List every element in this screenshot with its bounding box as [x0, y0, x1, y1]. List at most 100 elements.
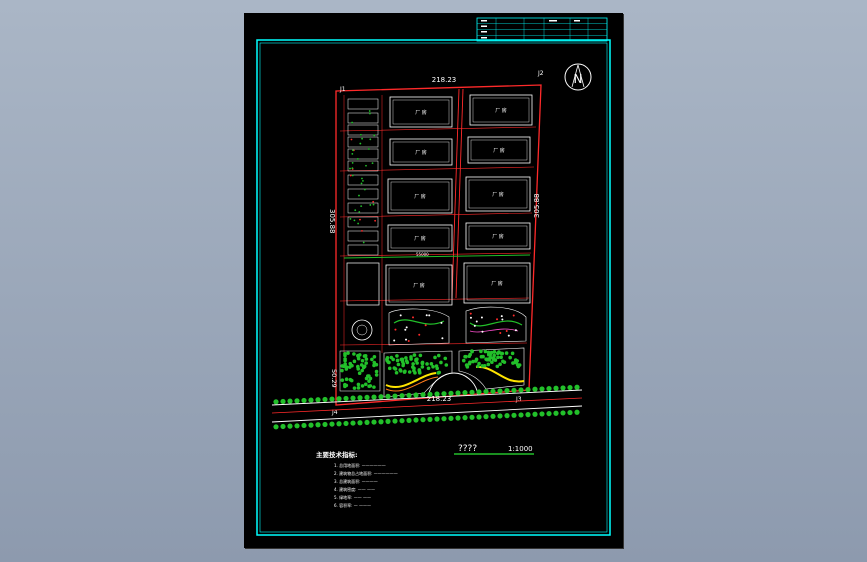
tree-dot — [469, 414, 475, 420]
factory-building-inner — [392, 141, 450, 163]
factory-building-inner — [390, 227, 450, 249]
tree-dot — [469, 312, 472, 315]
landscape-green-areas — [339, 306, 527, 399]
tree-dot — [294, 398, 300, 404]
tree-dot — [360, 384, 365, 388]
tree-dot — [470, 349, 474, 353]
tree-dot — [371, 162, 374, 165]
factory-building — [387, 178, 453, 214]
road-lines — [271, 389, 583, 423]
tree-dot — [539, 411, 545, 417]
tree-dot — [374, 369, 379, 374]
tree-dot — [351, 174, 354, 177]
tree-dot — [356, 364, 360, 369]
dim-right: 305.88 — [533, 194, 541, 219]
tree-dot — [343, 362, 347, 366]
tree-dot — [368, 376, 373, 381]
small-lot — [347, 230, 379, 242]
tree-dot — [378, 419, 384, 425]
tree-dot — [363, 188, 366, 191]
tree-dot — [405, 338, 408, 341]
tree-dot — [362, 179, 364, 182]
tree-dot — [378, 394, 384, 400]
tree-dot — [413, 417, 419, 423]
tree-dot — [444, 363, 449, 367]
tree-dot — [351, 161, 354, 164]
small-lot — [346, 262, 380, 306]
tree-dot — [492, 353, 497, 358]
tree-dot — [358, 211, 361, 213]
tree-dot — [372, 360, 377, 365]
tree-dot — [406, 392, 412, 398]
tree-dot — [505, 330, 508, 333]
factory-building-inner — [390, 181, 450, 211]
drawing-sheet: N 218.23 218.23 305.88 305.88 50.2 — [244, 13, 623, 548]
factory-building — [389, 96, 453, 128]
building-label: 厂 房 — [415, 149, 427, 156]
tree-dot — [367, 379, 371, 383]
small-lot — [347, 98, 379, 110]
tree-dot — [344, 365, 349, 369]
indicator-item: 6. 容积率: — ——— — [334, 502, 371, 508]
tree-dot — [343, 353, 347, 358]
factory-building — [465, 222, 531, 250]
tree-dot — [539, 386, 545, 392]
tree-dot — [301, 397, 307, 404]
building-label: 厂 房 — [493, 147, 505, 154]
tree-dot — [512, 314, 515, 317]
tree-dot — [362, 241, 365, 244]
tree-dot — [475, 320, 478, 323]
scale-ratio: 1:1000 — [508, 445, 533, 453]
tree-dot — [515, 359, 520, 363]
tree-dot — [499, 355, 503, 360]
tree-dot — [500, 315, 503, 318]
tree-dot — [394, 370, 399, 375]
tree-dot — [425, 362, 429, 366]
small-lot — [347, 160, 379, 172]
tree-dot — [486, 350, 491, 355]
tree-dot — [357, 395, 363, 401]
tree-dot — [464, 363, 469, 367]
tree-dot — [455, 415, 461, 421]
tree-dot — [356, 386, 361, 390]
tree-dot — [308, 397, 314, 403]
factory-building-inner — [466, 265, 528, 301]
factory-building-inner — [392, 99, 450, 125]
tree-dot — [372, 200, 375, 203]
tree-dot — [360, 133, 362, 136]
tree-dot — [369, 204, 372, 206]
tree-dot — [482, 363, 487, 368]
title-block[interactable] — [476, 17, 608, 42]
tree-dot — [436, 371, 440, 375]
tree-dot — [360, 358, 365, 363]
factory-building — [463, 262, 531, 304]
tree-dot — [394, 328, 397, 331]
tree-dot — [350, 363, 354, 368]
tree-dot — [431, 364, 435, 369]
tree-dot — [350, 138, 353, 141]
corner-label-j2: J2 — [537, 70, 544, 77]
tree-dot — [412, 368, 416, 373]
tree-dot — [385, 418, 391, 424]
tree-dot — [357, 420, 363, 426]
tree-dot — [404, 359, 409, 363]
tree-dot — [492, 350, 497, 354]
tree-dot — [354, 209, 357, 212]
tree-dot — [518, 412, 524, 418]
tree-dot — [418, 333, 421, 336]
tree-dot — [357, 222, 360, 225]
tree-dot — [367, 148, 370, 150]
indicator-item: 2. 建筑物总占地面积: —————— — [334, 470, 398, 476]
corner-label-j1: J1 — [339, 86, 346, 93]
tree-dot — [474, 357, 479, 362]
tree-dot — [463, 354, 467, 359]
tree-dot — [280, 423, 286, 430]
tree-dot — [455, 390, 461, 396]
tree-dot — [406, 417, 412, 423]
tree-dot — [340, 378, 345, 383]
tree-dot — [483, 414, 489, 420]
tree-dot — [364, 361, 368, 365]
tree-dot — [429, 362, 434, 366]
tree-dot — [448, 390, 454, 396]
